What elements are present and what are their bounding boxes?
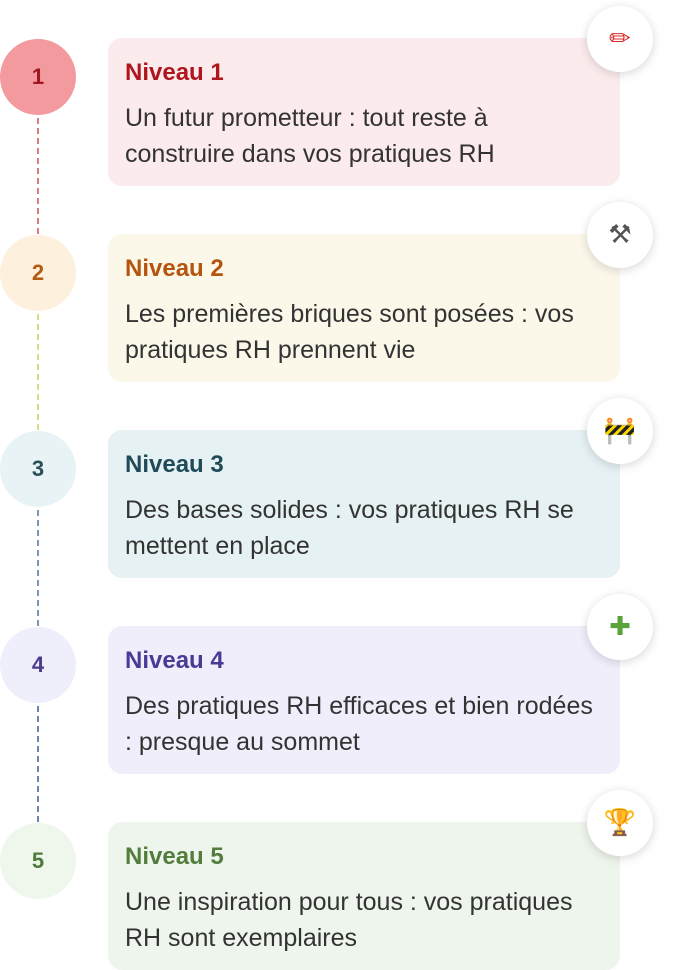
level-description: Un futur prometteur : tout reste à const…: [125, 104, 495, 168]
level-description: Des pratiques RH efficaces et bien rodée…: [125, 692, 593, 756]
level-description: Des bases solides : vos pratiques RH se …: [125, 496, 574, 560]
timeline-connector: [37, 314, 39, 430]
timeline-connector: [37, 706, 39, 822]
level-card: Niveau 3 Des bases solides : vos pratiqu…: [108, 430, 620, 578]
level-title: Niveau 4: [125, 647, 224, 674]
timeline-connector: [37, 118, 39, 234]
pencil-icon: ✏: [587, 6, 653, 72]
level-title: Niveau 2: [125, 255, 224, 282]
construction-barrier-icon: 🚧: [587, 398, 653, 464]
level-title: Niveau 1: [125, 59, 224, 86]
level-card: Niveau 2 Les premières briques sont posé…: [108, 234, 620, 382]
level-number-badge: 1: [0, 39, 76, 115]
timeline-connector: [37, 510, 39, 626]
level-number-badge: 3: [0, 431, 76, 507]
hammer-and-wrench-icon: ⚒: [587, 202, 653, 268]
level-number-badge: 4: [0, 627, 76, 703]
level-title: Niveau 3: [125, 451, 224, 478]
level-description: Les premières briques sont posées : vos …: [125, 300, 574, 364]
trophy-icon: 🏆: [587, 790, 653, 856]
level-card: Niveau 4 Des pratiques RH efficaces et b…: [108, 626, 620, 774]
level-card: Niveau 5 Une inspiration pour tous : vos…: [108, 822, 620, 970]
level-number-badge: 2: [0, 235, 76, 311]
level-number-badge: 5: [0, 823, 76, 899]
puzzle-piece-icon: ✚: [587, 594, 653, 660]
level-title: Niveau 5: [125, 843, 224, 870]
level-description: Une inspiration pour tous : vos pratique…: [125, 888, 573, 952]
level-card: Niveau 1 Un futur prometteur : tout rest…: [108, 38, 620, 186]
